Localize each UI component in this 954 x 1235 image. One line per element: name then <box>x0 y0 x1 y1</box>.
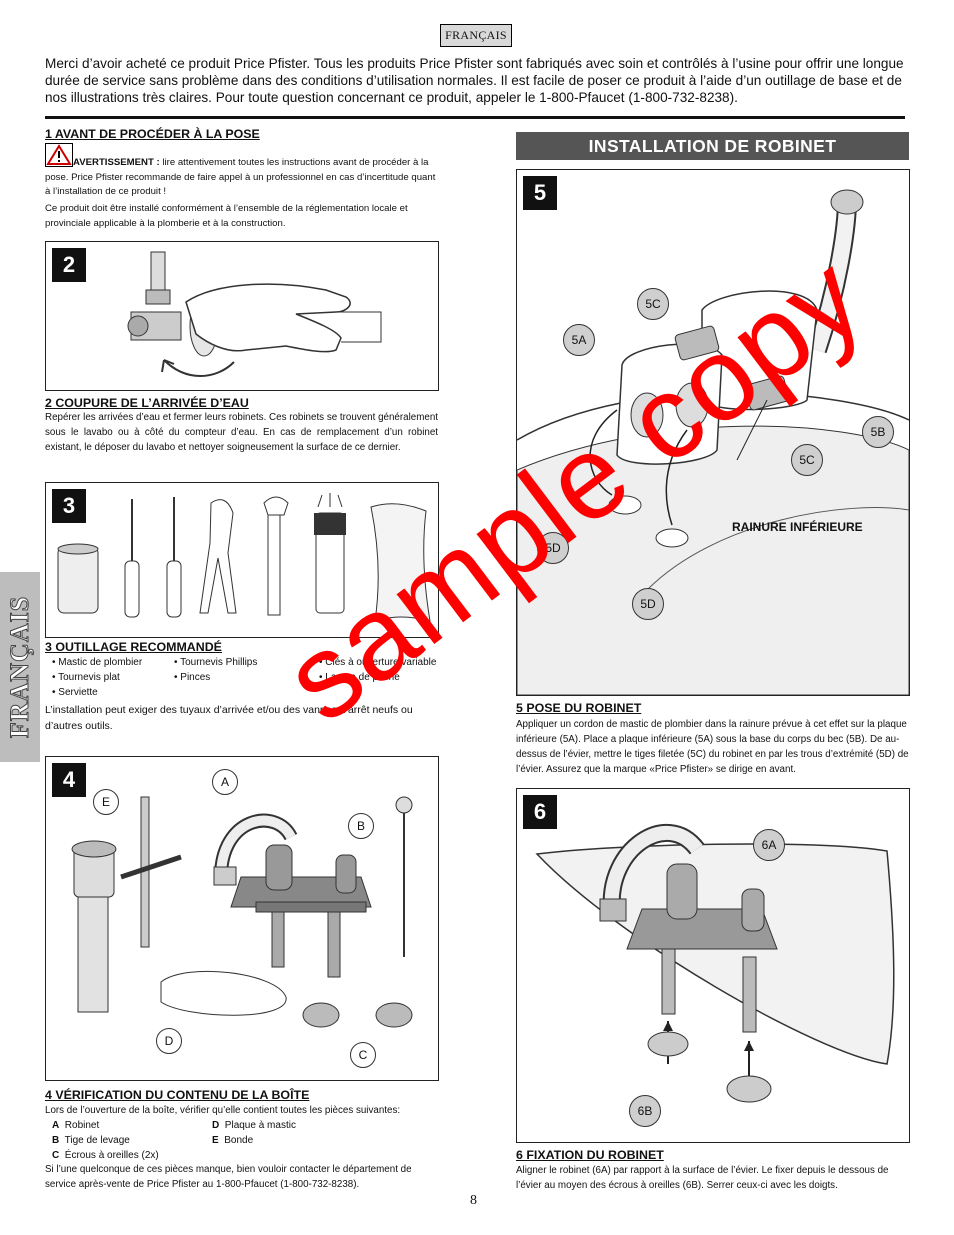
figure-5-number: 5 <box>523 176 557 210</box>
callout-5c-top: 5C <box>637 288 669 320</box>
section-6-text: Aligner le robinet (6A) par rapport à la… <box>516 1165 889 1191</box>
callout-a: A <box>212 769 238 795</box>
section-4-title: 4 VÉRIFICATION DU CONTENU DE LA BOÎTE <box>45 1088 310 1102</box>
figure-6: 6 6A 6B <box>516 788 910 1143</box>
box-contents-illustration <box>71 796 413 1028</box>
part-item: A Robinet <box>52 1120 100 1131</box>
tool-item: • Tournevis plat <box>52 672 120 683</box>
callout-5d-left: 5D <box>537 532 569 564</box>
tool-item: • Tournevis Phillips <box>174 657 258 668</box>
figure-5: 5 5C 5A 5B 5C 5D 5D RAINURE INFÉRIEURE <box>516 169 910 696</box>
language-badge: FRANÇAIS <box>440 24 512 47</box>
callout-5d-bottom: 5D <box>632 588 664 620</box>
section-6-title: 6 FIXATION DU ROBINET <box>516 1148 664 1162</box>
tools-list: • Mastic de plombier • Tournevis Phillip… <box>52 655 459 700</box>
warning-icon <box>45 143 73 167</box>
tool-item <box>319 685 459 700</box>
side-language-label: FRANÇAIS <box>5 595 35 739</box>
figure-6-number: 6 <box>523 795 557 829</box>
tool-item: • Serviette <box>52 687 98 698</box>
intro-paragraph: Merci d’avoir acheté ce produit Price Pf… <box>45 56 904 105</box>
parts-list: A Robinet D Plaque à mastic B Tige de le… <box>52 1118 372 1163</box>
warning-text: lire attentivement toutes les instructio… <box>45 157 436 197</box>
section-1-compliance: Ce produit doit être installé conforméme… <box>45 203 408 229</box>
tools-illustration <box>57 493 431 622</box>
figure-4-number: 4 <box>52 763 86 797</box>
callout-6a: 6A <box>753 829 785 861</box>
installation-header: INSTALLATION DE ROBINET <box>516 132 909 160</box>
section-1-title: 1 AVANT DE PROCÉDER À LA POSE <box>45 127 260 141</box>
faucet-mounting-illustration <box>517 189 909 695</box>
section-3-note: L’installation peut exiger des tuyaux d’… <box>45 704 413 732</box>
tool-item: • Pinces <box>174 672 211 683</box>
part-item: D Plaque à mastic <box>212 1120 296 1131</box>
figure-3-number: 3 <box>52 489 86 523</box>
callout-5b: 5B <box>862 416 894 448</box>
callout-d: D <box>156 1028 182 1054</box>
tool-item: • Clés à ouverture variable <box>319 657 437 668</box>
figure-4: 4 E A B D C <box>45 756 439 1081</box>
tool-item: • Lampe de poche <box>319 672 400 683</box>
header-divider <box>45 116 905 119</box>
callout-e: E <box>93 789 119 815</box>
section-4-footer: Si l’une quelconque de ces pièces manque… <box>45 1164 412 1190</box>
side-language-tab: FRANÇAIS <box>0 572 40 762</box>
callout-5a: 5A <box>563 324 595 356</box>
part-item: B Tige de levage <box>52 1135 130 1146</box>
tool-item: • Mastic de plombier <box>52 657 143 668</box>
shutoff-valve-illustration <box>127 251 382 377</box>
tool-item <box>174 685 319 700</box>
section-2-text: Repérer les arrivées d’eau et fermer leu… <box>45 412 438 453</box>
figure-2-number: 2 <box>52 248 86 282</box>
section-5-title: 5 POSE DU ROBINET <box>516 701 642 715</box>
section-1-warning: AVERTISSEMENT : lire attentivement toute… <box>45 156 438 200</box>
section-4-intro: Lors de l’ouverture de la boîte, vérifie… <box>45 1105 401 1116</box>
groove-label: RAINURE INFÉRIEURE <box>732 520 863 534</box>
warning-label: AVERTISSEMENT : <box>73 157 160 168</box>
faucet-fastening-illustration <box>535 823 895 1103</box>
figure-2: 2 <box>45 241 439 391</box>
callout-6b: 6B <box>629 1095 661 1127</box>
part-item: C Écrous à oreilles (2x) <box>52 1150 159 1161</box>
section-3-title: 3 OUTILLAGE RECOMMANDÉ <box>45 640 222 654</box>
section-2-title: 2 COUPURE DE L’ARRIVÉE D’EAU <box>45 396 249 410</box>
page-number: 8 <box>470 1193 477 1208</box>
section-5-text: Appliquer un cordon de mastic de plombie… <box>516 719 909 775</box>
part-item: E Bonde <box>212 1135 254 1146</box>
callout-c: C <box>350 1042 376 1068</box>
callout-b: B <box>348 813 374 839</box>
figure-3: 3 <box>45 482 439 638</box>
callout-5c-bottom: 5C <box>791 444 823 476</box>
